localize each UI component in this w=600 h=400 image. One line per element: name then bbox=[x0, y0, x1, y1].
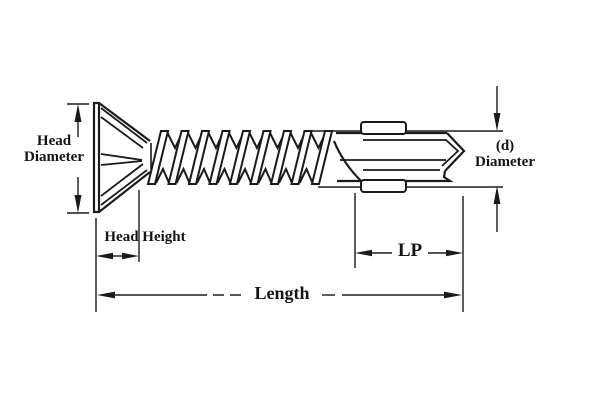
arrow-right-icon bbox=[446, 249, 463, 257]
head-height-dimension bbox=[95, 190, 140, 312]
head-diameter-label-line1: Head bbox=[36, 133, 72, 149]
drill-point-inner-lines bbox=[340, 139, 460, 171]
wing-top bbox=[360, 121, 407, 135]
point-diameter-label-line2: Diameter bbox=[475, 154, 535, 170]
head-diameter-label-line2: Diameter bbox=[24, 149, 84, 165]
arrow-left-icon bbox=[355, 249, 372, 257]
lp-label: LP bbox=[397, 240, 423, 261]
arrow-up-icon bbox=[493, 186, 501, 204]
head-diameter-label: Head Diameter bbox=[6, 133, 102, 165]
arrow-down-icon bbox=[74, 195, 82, 213]
point-diameter-label: (d) Diameter bbox=[462, 138, 548, 170]
arrow-left-icon bbox=[96, 252, 113, 260]
flute-curve bbox=[332, 140, 362, 182]
length-dimension bbox=[97, 196, 464, 312]
length-label: Length bbox=[254, 283, 310, 303]
lp-dimension bbox=[354, 193, 463, 268]
arrow-down-icon bbox=[493, 113, 501, 131]
screw-head bbox=[92, 101, 152, 214]
arrow-left-icon bbox=[97, 291, 115, 299]
thread-crests bbox=[146, 130, 334, 185]
point-diameter-label-line1: (d) bbox=[495, 138, 515, 154]
drill-point bbox=[332, 131, 466, 183]
point-diameter-dimension bbox=[493, 86, 501, 232]
arrow-right-icon bbox=[122, 252, 139, 260]
arrow-up-icon bbox=[74, 104, 82, 122]
wing-bottom bbox=[360, 179, 407, 193]
wings bbox=[360, 121, 407, 193]
thread-root-outline bbox=[155, 131, 327, 184]
head-nib-facets bbox=[100, 107, 148, 206]
head-height-label: Head Height bbox=[104, 229, 186, 245]
arrow-right-icon bbox=[444, 291, 462, 299]
head-diameter-dimension bbox=[67, 103, 89, 214]
